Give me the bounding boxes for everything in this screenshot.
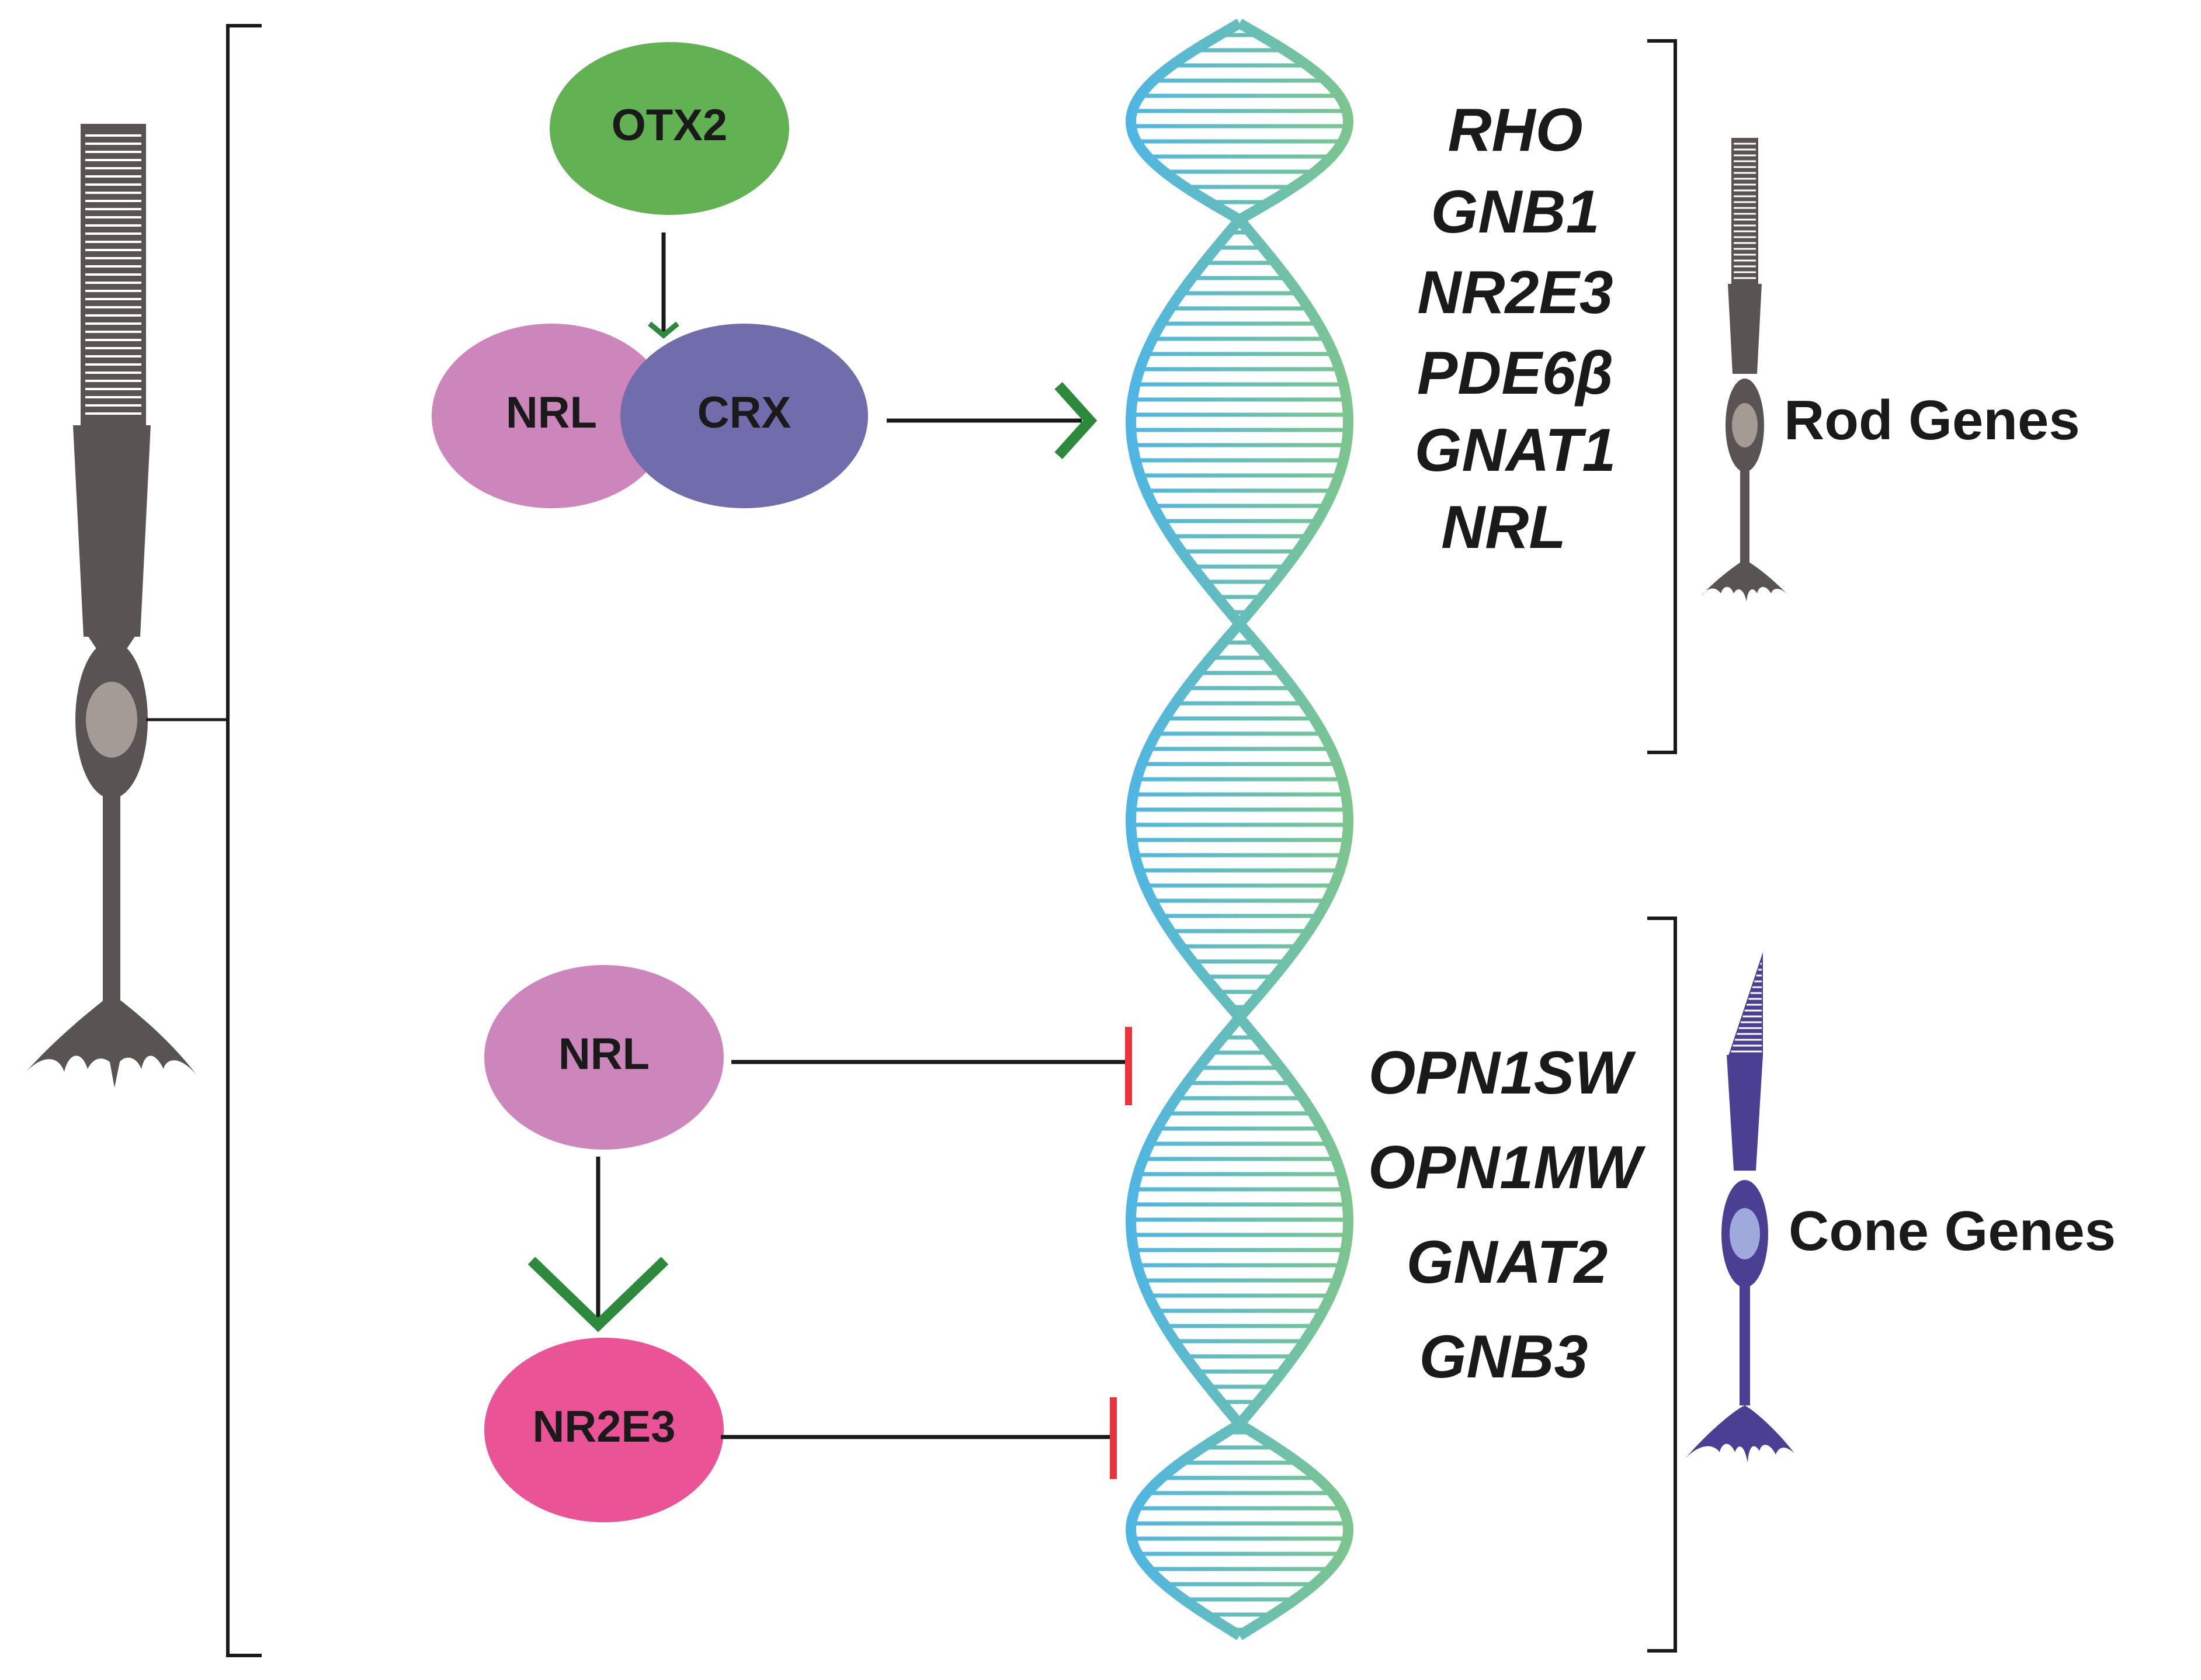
nrl-nr2e3-activation-arrowhead — [527, 1256, 669, 1332]
rod-gene: GNB1 — [1431, 178, 1600, 246]
dna-strand-a — [1126, 19, 1354, 1640]
rod-genes-bracket — [1647, 39, 1677, 754]
cone-gene: GNAT2 — [1407, 1228, 1608, 1296]
cone-genes-bracket — [1647, 917, 1677, 1653]
cone-gene: OPN1MW — [1368, 1134, 1646, 1202]
outer-segment-stripes — [85, 134, 141, 415]
dna-helix-icon — [1125, 19, 1354, 1640]
cone-cell-icon — [1685, 952, 1794, 1463]
nr2e3-label: NR2E3 — [533, 1402, 676, 1452]
crx-activation-arrowhead — [1054, 381, 1098, 460]
rod-cell-icon — [1701, 138, 1787, 602]
crx-label: CRX — [697, 388, 791, 438]
rod-genes-list: RHO GNB1 NR2E3 PDE6β GNAT1 NRL — [1415, 96, 1616, 561]
cone-genes-label: Cone Genes — [1789, 1200, 2116, 1262]
nrl-bottom-label: NRL — [558, 1029, 650, 1079]
rod-gene: GNAT1 — [1415, 416, 1616, 484]
cone-outer-segment-stripes — [1731, 963, 1762, 1053]
nrl-node-bottom[interactable]: NRL — [484, 965, 724, 1150]
rod-genes-label: Rod Genes — [1784, 389, 2080, 452]
crx-node[interactable]: CRX — [620, 324, 868, 508]
nrl-node-top[interactable]: NRL — [432, 324, 671, 508]
rod-gene: PDE6β — [1417, 339, 1613, 407]
nrl-top-label: NRL — [506, 388, 597, 438]
rod-gene: RHO — [1447, 96, 1582, 164]
cone-gene: GNB3 — [1419, 1323, 1588, 1391]
dna-strand-b — [1125, 19, 1353, 1640]
otx2-activation-arrowhead — [648, 321, 679, 339]
nr2e3-node[interactable]: NR2E3 — [484, 1338, 724, 1522]
otx2-label: OTX2 — [612, 100, 728, 150]
rod-outer-segment-stripes — [1734, 143, 1756, 279]
cone-genes-list: OPN1SW OPN1MW GNAT2 GNB3 — [1368, 1039, 1646, 1391]
rod-gene: NRL — [1441, 494, 1566, 561]
cone-gene: OPN1SW — [1369, 1039, 1637, 1107]
dna-rungs — [1131, 33, 1348, 1632]
lineage-bracket — [226, 24, 262, 1657]
otx2-node[interactable]: OTX2 — [550, 42, 789, 215]
rod-gene: NR2E3 — [1417, 259, 1613, 327]
photoreceptor-precursor-icon — [23, 124, 228, 1088]
